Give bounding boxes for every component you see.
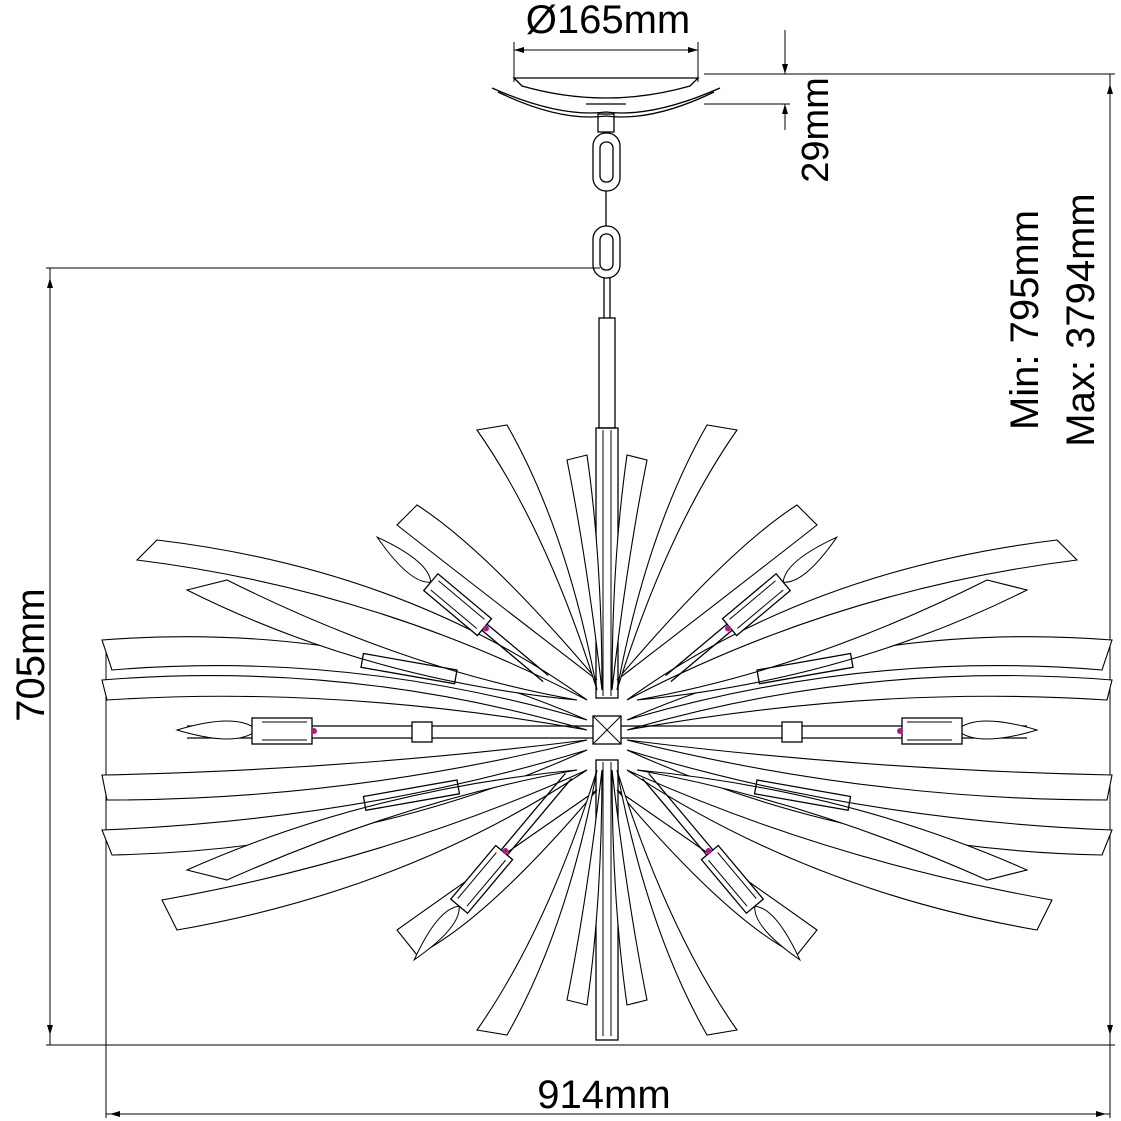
blade-group-top [476, 424, 738, 691]
suspension-chain [592, 113, 621, 318]
lamp-lower-left [412, 772, 572, 962]
lamp-lower-right [642, 772, 802, 962]
canopy-diameter-label: Ø165mm [526, 0, 691, 42]
blade-group-bottom [476, 769, 738, 1036]
dimension-lines [46, 30, 1115, 1118]
height-max-label: Max: 3794mm [1059, 193, 1103, 446]
blade-group-right [616, 504, 1113, 956]
glass-blades [101, 424, 1113, 1036]
lamp-upper-left [375, 535, 549, 683]
body-height-label: 705mm [9, 588, 53, 721]
ceiling-canopy [491, 77, 721, 118]
lamp-left [175, 717, 317, 745]
canopy-height-label: 29mm [795, 77, 837, 183]
lamp-upper-right [665, 535, 839, 683]
central-stem [595, 317, 619, 1041]
width-label: 914mm [537, 1073, 670, 1117]
lamp-right [897, 717, 1039, 745]
height-min-label: Min: 795mm [1003, 210, 1047, 430]
